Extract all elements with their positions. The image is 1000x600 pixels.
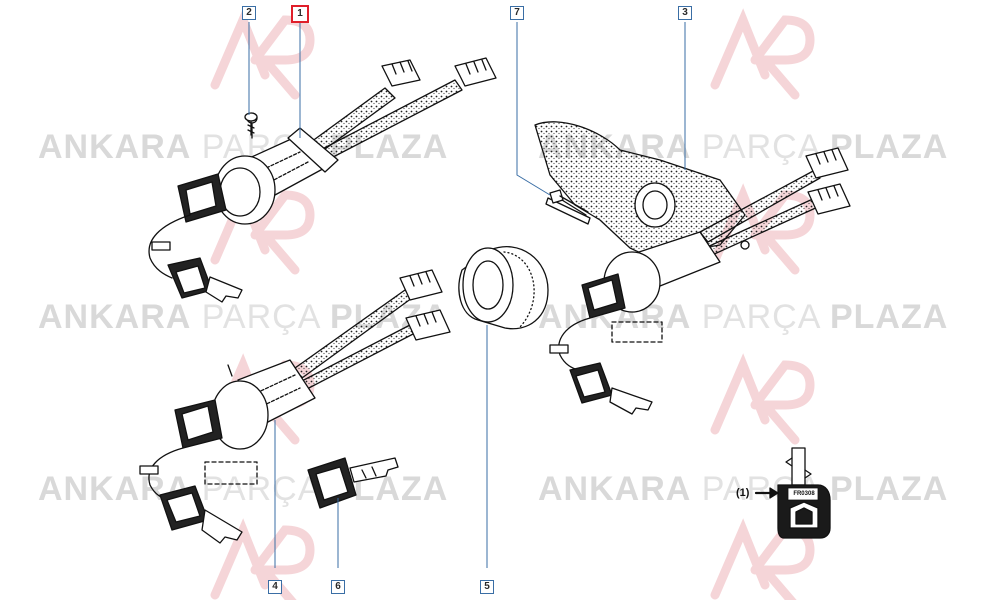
leader-line: [516, 22, 551, 196]
key-icon: [754, 447, 831, 539]
watermark-text: ANKARA PARÇA PLAZA: [38, 470, 449, 508]
key-marker-label: (1): [736, 487, 750, 499]
callout-3[interactable]: 3: [678, 6, 692, 20]
ignition-switch-top-left[interactable]: [148, 57, 497, 303]
connector-plug: [807, 183, 851, 215]
connector-plug: [405, 309, 451, 341]
connector-plug: [399, 269, 443, 301]
ignition-switch-lower-left[interactable]: [139, 269, 451, 544]
callout-4[interactable]: 4: [268, 580, 282, 594]
watermark-logo: [210, 518, 315, 600]
watermark-logo: [710, 353, 815, 445]
connector-plug: [454, 57, 497, 87]
collar-ring[interactable]: [458, 246, 549, 330]
callout-7[interactable]: 7: [510, 6, 524, 20]
watermark-logo: [710, 8, 815, 100]
spare-key[interactable]: [307, 457, 399, 509]
connector-plug: [805, 147, 849, 179]
watermark-text: ANKARA PARÇA PLAZA: [538, 470, 949, 508]
small-screw[interactable]: [244, 112, 258, 136]
screw[interactable]: [549, 189, 589, 216]
callout-1[interactable]: 1: [291, 5, 309, 23]
connector-plug: [381, 59, 421, 87]
watermark-text: ANKARA PARÇA PLAZA: [538, 298, 949, 336]
ignition-switch-with-bracket[interactable]: [534, 121, 851, 415]
key-code-label: FR0308: [793, 491, 815, 497]
callout-2[interactable]: 2: [242, 6, 256, 20]
callout-5[interactable]: 5: [480, 580, 494, 594]
callout-6[interactable]: 6: [331, 580, 345, 594]
